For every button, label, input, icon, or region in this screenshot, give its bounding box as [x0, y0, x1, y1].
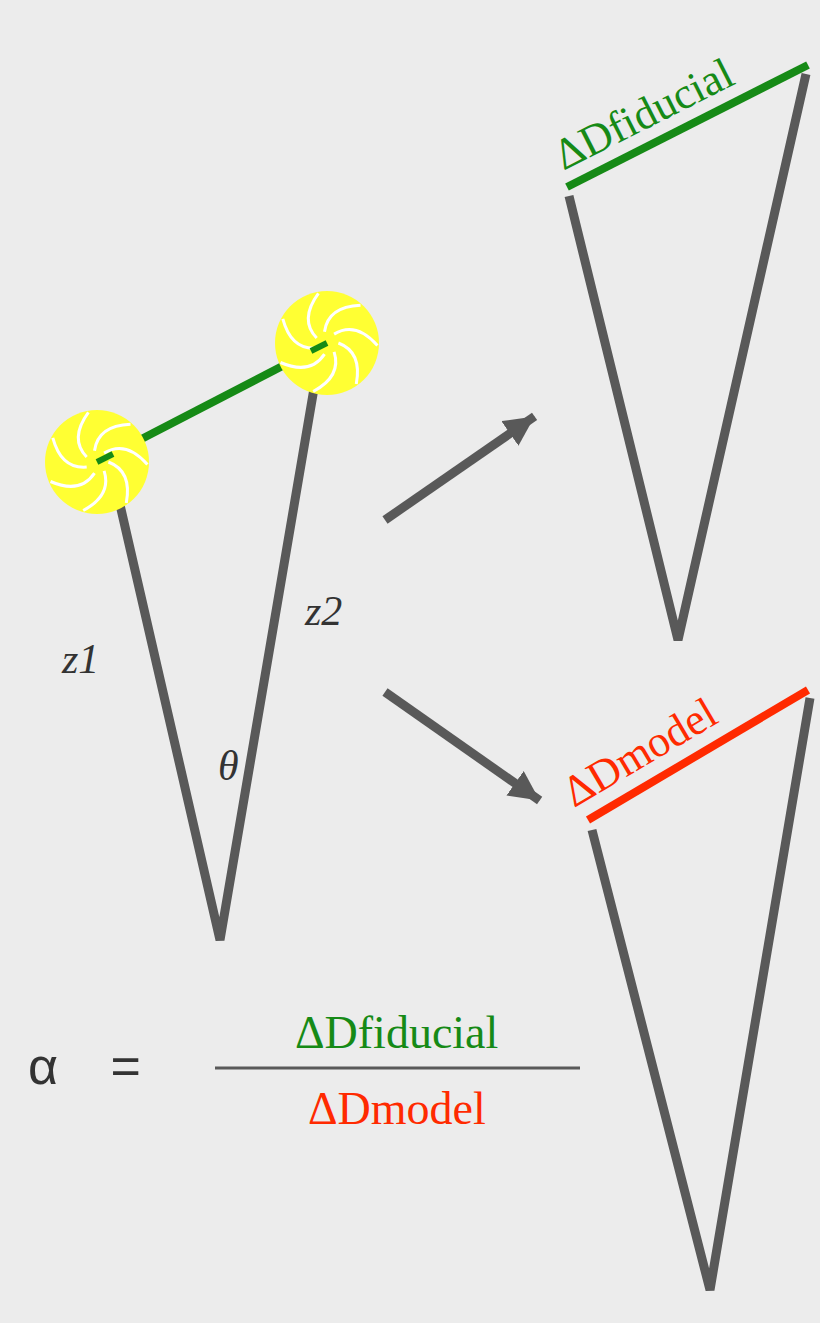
shutter-blade — [78, 412, 88, 457]
triangle-node: ΔDfiducial — [555, 20, 815, 645]
triangle-node: ΔDmodel — [560, 640, 815, 1295]
galaxy-symbol — [45, 410, 149, 514]
angle-label: θ — [218, 745, 239, 787]
separation-stub — [97, 454, 113, 462]
fraction-bar — [215, 1067, 580, 1070]
separation-stub — [311, 343, 327, 351]
redshift-label: z1 — [62, 638, 99, 680]
shutter-blade — [308, 293, 318, 338]
shutter-blade — [83, 471, 106, 511]
shutter-blade — [338, 343, 357, 384]
shutter-blade — [325, 305, 361, 332]
shutter-blade — [281, 354, 325, 367]
redshift-label: z2 — [305, 590, 342, 632]
alpha-equals: α = — [28, 1040, 141, 1092]
shutter-blade — [108, 462, 127, 503]
shutter-blade — [313, 352, 336, 392]
fraction-denominator: ΔDmodel — [308, 1086, 486, 1132]
shutter-blade — [95, 424, 131, 451]
galaxy-symbol — [275, 291, 379, 395]
shutter-blade — [334, 330, 377, 346]
mapping-arrow — [385, 416, 535, 520]
mapping-arrow — [385, 692, 540, 801]
triangle-node: z1 z2 θ — [40, 285, 385, 950]
shutter-blade — [51, 473, 95, 486]
fraction-numerator: ΔDfiducial — [295, 1010, 498, 1056]
